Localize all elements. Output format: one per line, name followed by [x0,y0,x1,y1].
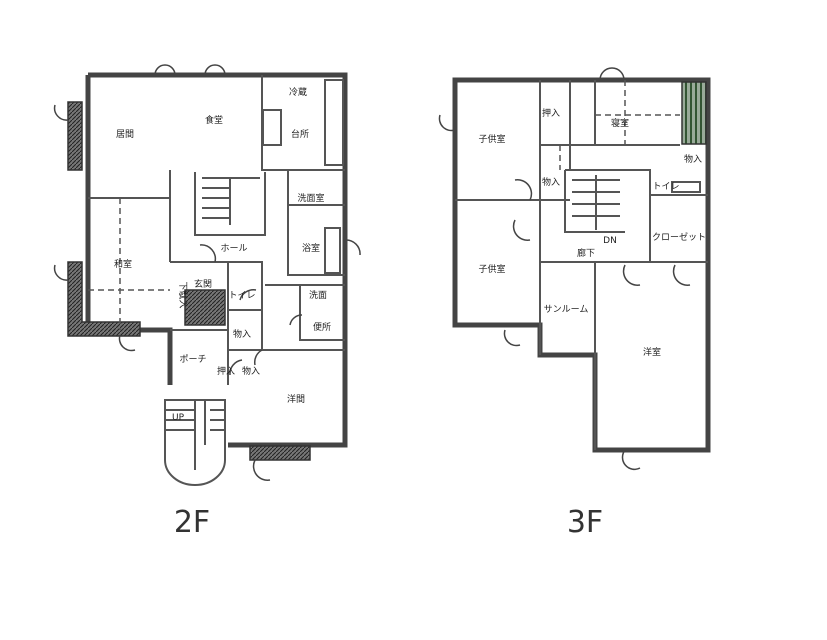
room-label-storage-1: 物入 [233,328,251,340]
room-label-bath: 浴室 [302,242,320,254]
floor-2-label: 2F [174,505,210,540]
room-label-western-room: 洋間 [287,393,305,405]
room-label-toilet: トイレ [652,182,679,192]
room-label-kitchen: 台所 [291,128,309,140]
room-label-child-room-1: 子供室 [478,133,505,145]
floor-3-label: 3F [567,505,603,540]
room-label-closet-1: 押入 [542,107,560,119]
room-label-porch: ポーチ [179,354,206,365]
stairs-up-label: UP [172,413,185,423]
toilet-fixture [671,181,701,193]
entrance-floor [184,289,226,326]
room-label-storage: 物入 [542,176,560,188]
floor-2-plan: 居間 食堂 台所 冷蔵 洗面室 浴室 ホール 和室 玄関 下駄入 トイレ 物入 … [53,64,361,540]
room-label-corridor: 廊下 [577,247,595,259]
room-label-closet-a: 押入 [217,365,235,377]
room-label-toilet-2: 便所 [313,321,331,333]
bathtub [324,227,341,274]
room-label-japanese-room: 和室 [114,258,132,270]
room-labels: 子供室 押入 寝室 物入 トイレ クローゼット 物入 廊下 DN 子供室 サンル… [478,107,706,358]
room-label-child-room-2: 子供室 [478,263,505,275]
balcony-railing [249,445,311,461]
room-label-dining: 食堂 [205,114,223,126]
room-labels: 居間 食堂 台所 冷蔵 洗面室 浴室 ホール 和室 玄関 下駄入 トイレ 物入 … [114,86,331,423]
room-label-closet-b: 物入 [242,365,260,377]
room-label-sunroom: サンルーム [544,304,589,315]
room-label-washroom: 洗面室 [297,192,324,204]
room-label-living: 居間 [116,129,134,140]
balcony-railing [67,101,83,171]
room-label-western-room: 洋室 [643,346,661,358]
kitchen-counter [324,79,344,166]
balcony-railing [681,81,707,145]
sink-counter [262,109,282,146]
stairs-down-label: DN [603,236,617,246]
room-label-closet-2: 物入 [684,153,702,165]
room-label-closet: クローゼット [652,231,706,243]
room-label-entrance: 玄関 [194,278,212,290]
floor-3-plan: 子供室 押入 寝室 物入 トイレ クローゼット 物入 廊下 DN 子供室 サンル… [438,67,711,540]
room-label-hall: ホール [220,243,247,254]
room-label-toilet: トイレ [228,291,255,301]
room-label-fridge: 冷蔵 [289,86,307,98]
room-label-bedroom: 寝室 [611,117,629,129]
balcony-railing [67,261,141,337]
room-label-washbasin: 洗面 [309,289,327,301]
room-label-shoe-storage: 下駄入 [177,281,189,308]
